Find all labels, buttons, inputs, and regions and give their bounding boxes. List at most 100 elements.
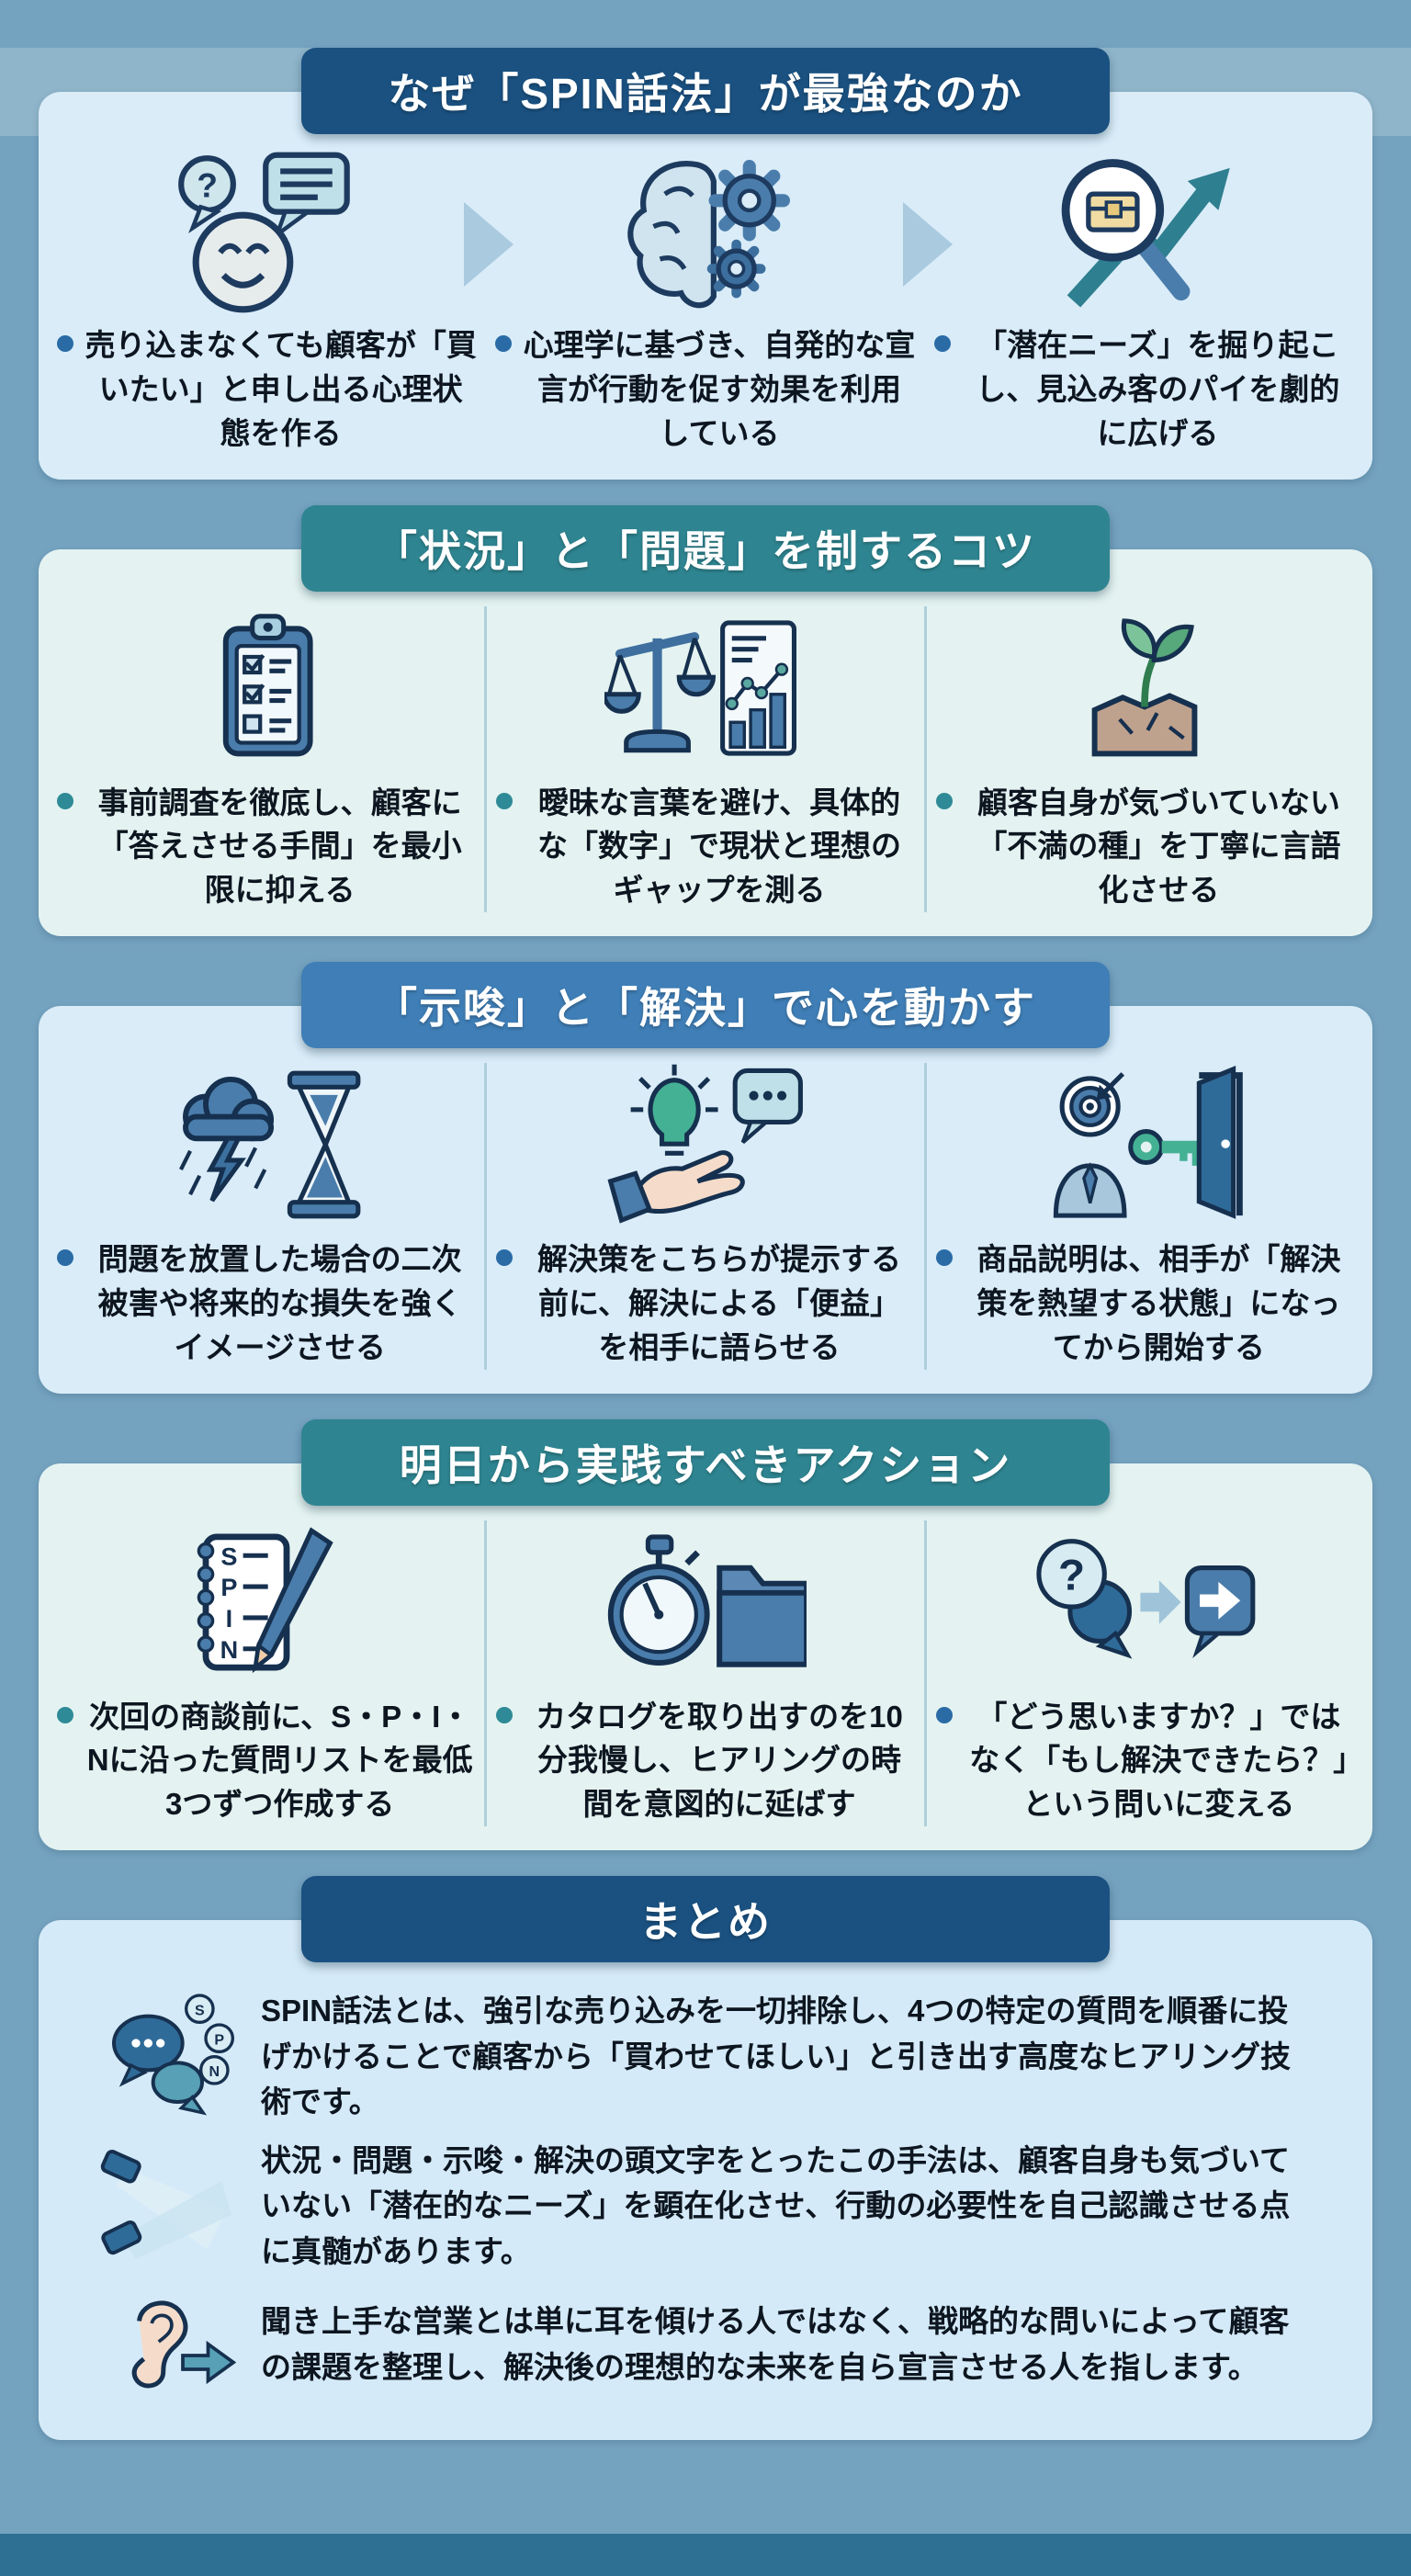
bullet-text: 「どう思いますか？」ではなく「もし解決できたら？」という問いに変える — [969, 1699, 1349, 1822]
svg-text:P: P — [214, 2033, 224, 2049]
bullet-item: 心理学に基づき、自発的な宣言が行動を促す効果を利用している — [495, 323, 915, 456]
section-title-banner: 明日から実践すべきアクション — [301, 1418, 1110, 1506]
summary-paragraph: SPIN話法とは、強引な売り込みを一切排除し、4つの特定の質問を順番に投げかける… — [261, 1994, 1292, 2119]
bullet-text: 「潜在ニーズ」を掘り起こし、見込み客のパイを劇的に広げる — [976, 328, 1340, 450]
bullet-dot — [496, 1249, 514, 1267]
bullet-dot — [57, 792, 73, 809]
bullet-dot — [57, 1249, 73, 1267]
svg-text:S: S — [220, 1542, 237, 1570]
bullet-text: 心理学に基づき、自発的な宣言が行動を促す効果を利用している — [523, 328, 916, 450]
question-to-answer-bubbles-icon: ? — [1028, 1520, 1262, 1684]
bullet-dot — [495, 335, 513, 352]
svg-text:I: I — [225, 1604, 232, 1633]
bullet-dot — [496, 792, 514, 809]
svg-text:S: S — [195, 2004, 205, 2019]
flow-arrow-icon — [902, 202, 953, 287]
smiley-chat-bubbles-icon: ? — [162, 149, 373, 313]
section-implication-solution: 「示唆」と「解決」で心を動かす — [0, 962, 1411, 1394]
column: 心理学に基づき、自発的な宣言が行動を促す効果を利用している — [486, 149, 924, 456]
bullet-item: 「潜在ニーズ」を掘り起こし、見込み客のパイを劇的に広げる — [933, 323, 1354, 456]
brain-gears-icon — [600, 149, 811, 312]
column: ? 「どう思いますか？」ではなく「もし解決できたら？」という問いに変える — [923, 1520, 1363, 1827]
svg-text:N: N — [220, 1635, 238, 1664]
section-title: 明日から実践すべきアクション — [399, 1441, 1012, 1489]
bullet-item: 事前調査を徹底し、顧客に「答えさせる手間」を最小限に抑える — [57, 781, 475, 913]
bullet-text: 曖昧な言葉を避け、具体的な「数字」で現状と理想のギャップを測る — [536, 785, 901, 908]
magnifier-treasure-growth-arrow-icon — [1038, 149, 1249, 312]
column: 顧客自身が気づいていない「不満の種」を丁寧に言語化させる — [923, 605, 1363, 913]
section-card: ? 売り込まなくても顧客が「買いたい」と申し出る心理状態を作る — [39, 92, 1372, 480]
spotlights-icon — [77, 2141, 261, 2270]
section-title-banner: まとめ — [301, 1876, 1110, 1963]
summary-row: 聞き上手な営業とは単に耳を傾ける人ではなく、戦略的な問いによって顧客の課題を整理… — [77, 2287, 1334, 2401]
bullet-item: 解決策をこちらが提示する前に、解決による「便益」を相手に語らせる — [496, 1237, 914, 1370]
bullet-text: 事前調査を徹底し、顧客に「答えさせる手間」を最小限に抑える — [97, 785, 462, 908]
column: 事前調査を徹底し、顧客に「答えさせる手間」を最小限に抑える — [48, 606, 484, 913]
hand-lightbulb-speech-icon — [600, 1063, 811, 1226]
svg-text:N: N — [209, 2064, 220, 2080]
bullet-item: 売り込まなくても顧客が「買いたい」と申し出る心理状態を作る — [57, 323, 477, 456]
bullet-text: 次回の商談前に、S・P・I・Nに沿った質問リストを最低3つずつ作成する — [86, 1699, 473, 1822]
summary-row: 状況・問題・示唆・解決の頭文字をとったこの手法は、顧客自身も気づいていない「潜在… — [77, 2138, 1334, 2275]
bullet-dot — [935, 792, 953, 809]
section-situation-problem: 「状況」と「問題」を制するコツ — [0, 504, 1411, 937]
column: 解決策をこちらが提示する前に、解決による「便益」を相手に語らせる — [484, 1063, 923, 1370]
bullet-dot — [496, 1706, 514, 1723]
target-key-door-icon — [1039, 1063, 1250, 1226]
bullet-text: 売り込まなくても顧客が「買いたい」と申し出る心理状態を作る — [85, 328, 477, 450]
storm-hourglass-icon — [165, 1063, 367, 1226]
section-card: S P N SPIN話法とは、強引な売り込みを一切排除し、4つの特定の質問を順番… — [39, 1920, 1372, 2441]
sprout-soil-icon — [1067, 606, 1223, 770]
section-title-banner: 「状況」と「問題」を制するコツ — [301, 504, 1110, 592]
columns: 問題を放置した場合の二次被害や将来的な損失を強くイメージさせる — [48, 1063, 1363, 1370]
bullet-dot — [57, 335, 73, 352]
column: 商品説明は、相手が「解決策を熱望する状態」になってから開始する — [923, 1063, 1363, 1370]
columns: 事前調査を徹底し、顧客に「答えさせる手間」を最小限に抑える — [48, 605, 1363, 913]
section-title: 「示唆」と「解決」で心を動かす — [375, 984, 1036, 1033]
column: ? 売り込まなくても顧客が「買いたい」と申し出る心理状態を作る — [48, 149, 486, 456]
balance-scale-chart-icon — [604, 606, 807, 770]
bullet-dot — [57, 1706, 73, 1723]
section-title: 「状況」と「問題」を制するコツ — [375, 526, 1036, 575]
summary-row: S P N SPIN話法とは、強引な売り込みを一切排除し、4つの特定の質問を順番… — [77, 1988, 1334, 2125]
svg-text:?: ? — [1058, 1551, 1085, 1599]
bullet-item: 顧客自身が気づいていない「不満の種」を丁寧に言語化させる — [935, 781, 1354, 913]
flow-arrow-icon — [464, 202, 514, 287]
bullet-dot — [935, 1249, 953, 1267]
summary-paragraph: 聞き上手な営業とは単に耳を傾ける人ではなく、戦略的な問いによって顧客の課題を整理… — [261, 2304, 1290, 2384]
bottom-band — [0, 2534, 1411, 2576]
section-title-banner: 「示唆」と「解決」で心を動かす — [301, 962, 1110, 1049]
section-card: 事前調査を徹底し、顧客に「答えさせる手間」を最小限に抑える — [39, 548, 1372, 937]
bullet-item: カタログを取り出すのを10分我慢し、ヒアリングの時間を意図的に延ばす — [496, 1695, 914, 1827]
bullet-text: 顧客自身が気づいていない「不満の種」を丁寧に言語化させる — [976, 785, 1341, 908]
bullet-text: 解決策をこちらが提示する前に、解決による「便益」を相手に語らせる — [536, 1242, 901, 1364]
summary-paragraph: 状況・問題・示唆・解決の頭文字をとったこの手法は、顧客自身も気づいていない「潜在… — [261, 2142, 1291, 2268]
ear-arrow-icon — [77, 2287, 261, 2401]
svg-text:?: ? — [197, 166, 218, 205]
section-title: なぜ「SPIN話法」が最強なのか — [388, 70, 1023, 118]
bullet-text: カタログを取り出すのを10分我慢し、ヒアリングの時間を意図的に延ばす — [536, 1699, 903, 1822]
bullet-text: 商品説明は、相手が「解決策を熱望する状態」になってから開始する — [976, 1242, 1341, 1364]
bullet-item: 曖昧な言葉を避け、具体的な「数字」で現状と理想のギャップを測る — [496, 781, 914, 913]
spin-chat-bubbles-icon: S P N — [77, 1992, 261, 2120]
svg-text:P: P — [220, 1573, 237, 1601]
bullet-item: 商品説明は、相手が「解決策を熱望する状態」になってから開始する — [935, 1237, 1354, 1370]
bullet-text: 問題を放置した場合の二次被害や将来的な損失を強くイメージさせる — [97, 1242, 462, 1364]
section-card: 問題を放置した場合の二次被害や将来的な損失を強くイメージさせる — [39, 1006, 1372, 1394]
bullet-item: 「どう思いますか？」ではなく「もし解決できたら？」という問いに変える — [935, 1695, 1354, 1827]
column: カタログを取り出すのを10分我慢し、ヒアリングの時間を意図的に延ばす — [484, 1520, 923, 1827]
checklist-clipboard-icon — [188, 606, 344, 770]
column: 問題を放置した場合の二次被害や将来的な損失を強くイメージさせる — [48, 1063, 484, 1370]
column: 曖昧な言葉を避け、具体的な「数字」で現状と理想のギャップを測る — [484, 605, 923, 913]
section-title: まとめ — [639, 1898, 772, 1947]
columns: ? 売り込まなくても顧客が「買いたい」と申し出る心理状態を作る — [48, 149, 1363, 456]
section-summary: まとめ S P N — [0, 1876, 1411, 2441]
bullet-item: 問題を放置した場合の二次被害や将来的な損失を強くイメージさせる — [57, 1237, 475, 1370]
column: 「潜在ニーズ」を掘り起こし、見込み客のパイを劇的に広げる — [925, 149, 1363, 456]
bullet-dot — [935, 1706, 953, 1723]
